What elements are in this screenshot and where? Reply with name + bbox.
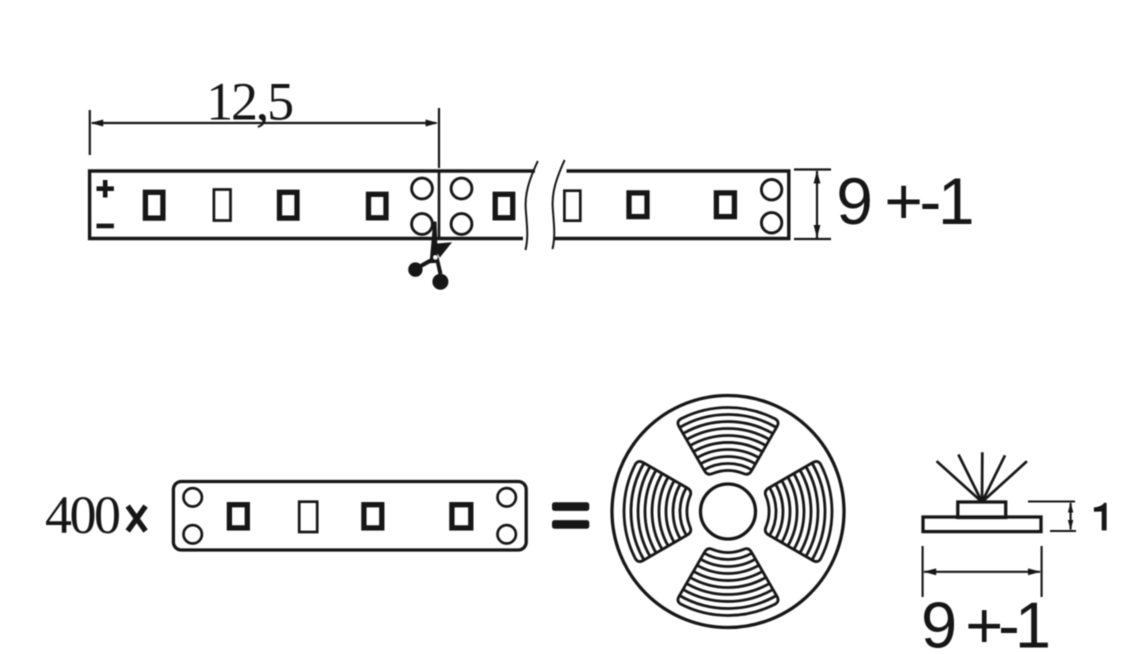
svg-text:9 +-1: 9 +-1 <box>921 589 1048 654</box>
svg-text:12,5: 12,5 <box>206 72 292 132</box>
svg-text:9 +-1: 9 +-1 <box>836 164 972 238</box>
svg-text:400: 400 <box>45 485 119 545</box>
